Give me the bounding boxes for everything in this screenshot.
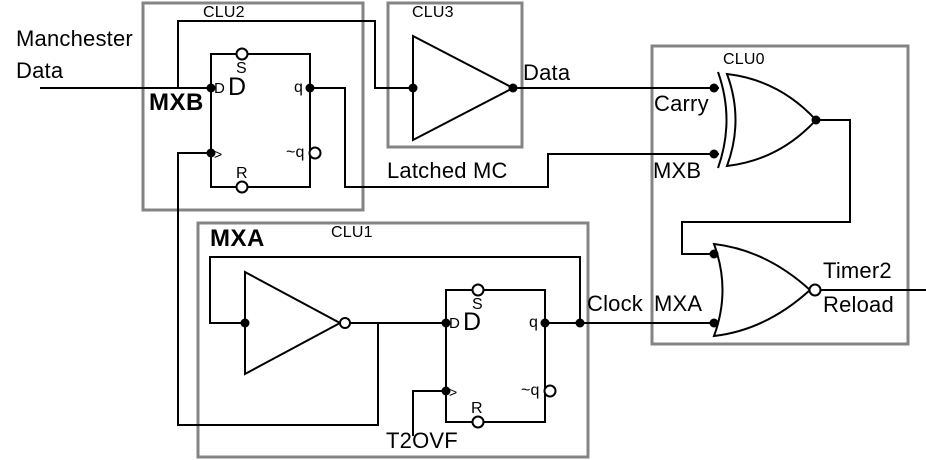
clu2-mxb-label: MXB <box>149 89 204 116</box>
clu2-clock-input-dot <box>206 148 216 158</box>
t2ovf-label: T2OVF <box>386 428 458 453</box>
clu2-ff-d-pin-label: D <box>214 80 226 97</box>
clu0-mxb-label: MXB <box>653 158 702 183</box>
clu2-ff-qbar-pin-label: ~q <box>286 144 305 161</box>
latched-mc-wire <box>310 87 719 188</box>
clu2-box <box>141 1 365 212</box>
xor-input-arc <box>717 71 728 169</box>
inverter-input-dot <box>240 318 250 328</box>
clu1-box <box>196 221 590 459</box>
clu1-ff-set-bubble <box>471 283 485 297</box>
clu3-title: CLU3 <box>412 4 454 21</box>
xor-carry-input-dot <box>709 83 719 93</box>
clu3-box <box>386 1 524 149</box>
latched-mc-label: Latched MC <box>387 158 508 183</box>
xor-mxb-input-dot <box>709 149 719 159</box>
clu2-ff-qbar-bubble <box>308 146 322 160</box>
timer2-reload-label-line1: Timer2 <box>823 258 892 283</box>
clu2-ff-reset-bubble <box>235 180 249 194</box>
clu0-box <box>650 44 910 346</box>
clu1-q-output-dot <box>540 318 550 328</box>
nor-mxa-input-dot <box>709 318 719 328</box>
nor-top-input-dot <box>709 249 719 259</box>
clu0-title: CLU0 <box>723 51 765 68</box>
data-net-label: Data <box>523 60 571 85</box>
xor-feedback-wire <box>681 119 851 255</box>
clu2-dflipflop-body <box>210 53 311 188</box>
clu1-ff-qbar-pin-label: ~q <box>521 382 540 399</box>
clu1-ff-set-pin-label: S <box>472 296 483 313</box>
xor-gate <box>725 72 818 168</box>
clu1-ff-type-label: D <box>463 308 482 336</box>
clu1-clock-input-dot <box>441 386 451 396</box>
clu1-mxa-label: MXA <box>210 225 265 252</box>
clu1-ff-reset-bubble <box>471 415 485 429</box>
manchester-label-line1: Manchester <box>16 26 133 51</box>
clu2-title: CLU2 <box>203 4 245 21</box>
buffer-input-dot <box>408 83 418 93</box>
clu2-ff-set-pin-label: S <box>236 60 247 77</box>
clu2-q-output-dot <box>305 83 315 93</box>
buffer-output-dot <box>508 83 518 93</box>
clu2-ff-clock-pin-label: > <box>214 146 223 162</box>
clu1-ff-q-pin-label: q <box>529 314 539 331</box>
mxa-feedback-wire <box>209 256 581 324</box>
manchester-label-line2: Data <box>16 58 64 83</box>
nor-output-bubble <box>808 283 822 297</box>
clu1-title: CLU1 <box>331 224 373 241</box>
data-branch-wire <box>177 20 413 89</box>
clu1-d-input-dot <box>441 318 451 328</box>
nor-gate <box>712 242 812 338</box>
clu0-carry-label: Carry <box>654 91 709 116</box>
xor-output-dot <box>811 115 821 125</box>
timer2-reload-label-line2: Reload <box>823 292 894 317</box>
clu0-mxa-label: MXA <box>654 291 703 316</box>
inverter-output-bubble <box>339 317 351 329</box>
clu2-clock-wire <box>177 152 379 426</box>
t2ovf-wire <box>412 390 446 436</box>
clock-net-label: Clock <box>587 291 644 316</box>
clu1-ff-qbar-bubble <box>543 384 557 398</box>
clu1-inverter-gate <box>244 270 343 376</box>
clu1-ff-clock-pin-label: > <box>449 384 458 400</box>
clu2-ff-set-bubble <box>235 47 249 61</box>
clu1-dflipflop-body <box>445 289 546 423</box>
clu2-ff-type-label: D <box>228 73 247 101</box>
clu2-d-input-dot <box>206 83 216 93</box>
clu2-ff-q-pin-label: q <box>294 79 304 96</box>
clu3-buffer-gate <box>412 34 516 142</box>
clu1-ff-reset-pin-label: R <box>471 400 483 417</box>
clu2-ff-reset-pin-label: R <box>236 165 248 182</box>
clu1-ff-d-pin-label: D <box>449 315 461 332</box>
clock-junction-dot <box>575 318 585 328</box>
